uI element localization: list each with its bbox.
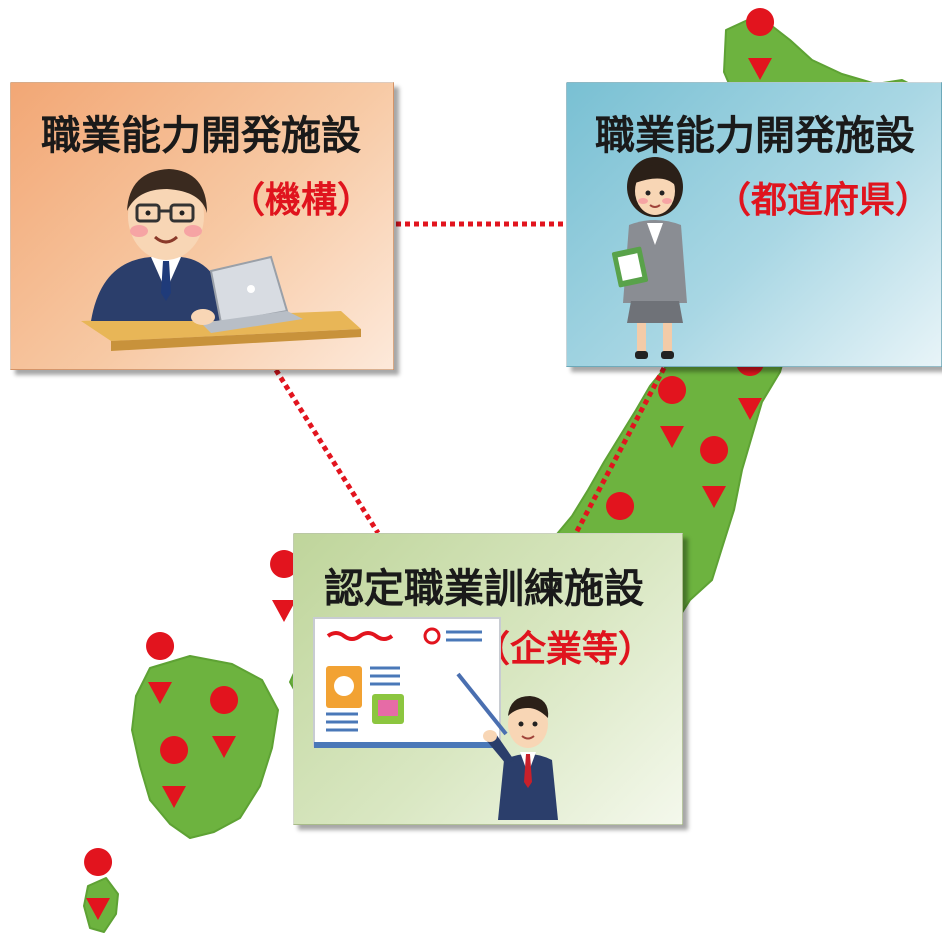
facility-card-kikou: 職業能力開発施設 （機構）	[10, 82, 394, 370]
location-pin-icon	[146, 632, 175, 704]
facility-card-todofuken: 職業能力開発施設 （都道府県）	[566, 82, 942, 367]
location-pin-icon	[658, 376, 687, 448]
location-pin-icon	[84, 848, 113, 920]
facility-title: 職業能力開発施設	[595, 113, 915, 159]
location-pin-icon	[210, 686, 239, 758]
location-pin-icon	[160, 736, 189, 808]
facility-subtitle: （都道府県）	[715, 180, 932, 221]
facility-subtitle: （機構）	[229, 180, 374, 221]
location-pin-icon	[746, 8, 775, 81]
facility-title: 職業能力開発施設	[41, 113, 361, 159]
man-presenting-whiteboard-illustration	[313, 617, 558, 820]
connector-todofuken-nintei	[573, 366, 667, 535]
facility-subtitle: （企業等）	[474, 629, 655, 670]
location-pin-icon	[270, 550, 299, 622]
woman-with-clipboard-illustration	[611, 157, 687, 359]
facility-title: 認定職業訓練施設	[324, 566, 644, 612]
connector-kikou-nintei	[273, 368, 381, 535]
facility-card-nintei: 認定職業訓練施設 （企業等）	[293, 533, 683, 825]
location-pin-icon	[700, 436, 729, 508]
man-at-laptop-illustration	[81, 169, 361, 351]
